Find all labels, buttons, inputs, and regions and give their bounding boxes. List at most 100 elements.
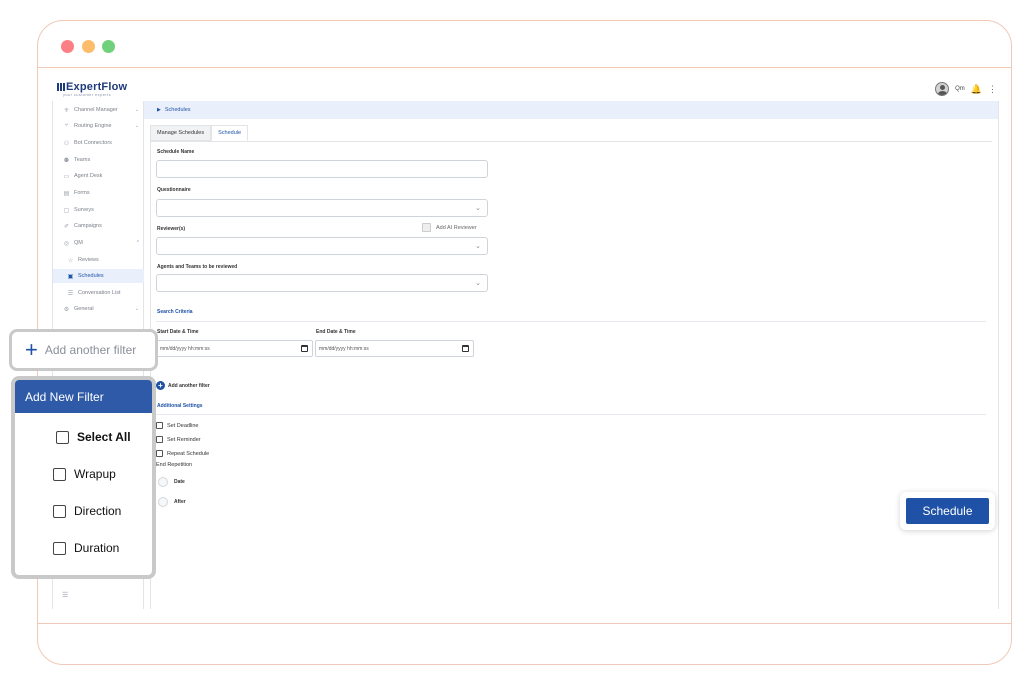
chevron-down-icon: ⌄ [475,205,481,212]
filter-option-duration[interactable]: Duration [53,541,119,555]
checkbox-box [156,422,163,429]
app-header: ExpertFlow your customer experts Qm 🔔 ⋮ [52,79,997,105]
maximize-window-dot[interactable] [102,40,115,53]
divider [156,414,986,415]
sidebar-item-label: Teams [74,157,91,163]
window-footer-divider [38,623,1011,624]
minimize-window-dot[interactable] [82,40,95,53]
sidebar-item-forms[interactable]: ▤Forms [53,186,145,200]
logo-text: ExpertFlow [66,81,128,93]
schedules-icon: ▣ [67,273,74,280]
checkbox-box [156,450,163,457]
sidebar-item-surveys[interactable]: ▢ Surveys [53,203,145,217]
set-deadline-label: Set Deadline [167,422,199,429]
sidebar-item-teams[interactable]: ⚉ Teams [53,153,145,167]
chevron-down-icon: ⌄ [475,243,481,250]
schedule-name-input[interactable] [156,160,488,178]
routing-icon: ⑂ [64,123,69,129]
radio-after[interactable]: After [158,497,186,507]
agent-desk-icon: ▭ [63,173,70,180]
filter-option-label: Select All [77,430,131,444]
sidebar-item-reviews[interactable]: ☆ Reviews [53,253,145,267]
add-ai-reviewer-label: Add AI Reviewer [436,224,477,231]
checkbox-box [56,430,69,444]
questionnaire-select[interactable]: ⌄ [156,199,488,217]
chevron-down-icon: ⌄ [134,107,139,113]
radio-after-label: After [174,499,186,505]
add-ai-reviewer-checkbox[interactable]: Add AI Reviewer [422,223,477,232]
divider [156,321,986,322]
sidebar-collapse-icon[interactable]: ☰ [62,592,69,599]
header-actions: Qm 🔔 ⋮ [935,82,997,96]
schedule-button[interactable]: Schedule [906,498,989,524]
reviewers-select[interactable]: ⌄ [156,237,488,255]
add-another-filter-label: Add another filter [44,343,137,357]
set-reminder-checkbox[interactable]: Set Reminder [156,436,201,443]
sidebar-item-qm[interactable]: ◎QM^ [53,236,145,250]
agents-teams-label: Agents and Teams to be reviewed [157,264,238,270]
set-deadline-checkbox[interactable]: Set Deadline [156,422,199,429]
filter-option-wrapup[interactable]: Wrapup [53,467,116,481]
more-vertical-icon[interactable]: ⋮ [988,83,997,94]
sidebar-item-label: Conversation List [78,290,121,296]
filter-option-label: Direction [74,504,122,518]
avatar[interactable] [935,82,950,96]
sidebar-item-label: Surveys [74,207,94,213]
qm-icon: ◎ [63,240,70,247]
sidebar-item-channel-manager[interactable]: ⁜Channel Manager⌄ [53,103,145,117]
campaigns-icon: ✐ [63,223,70,230]
reviews-icon: ☆ [67,257,74,264]
end-date-input[interactable]: mm/dd/yyyy hh:mm:ss [315,340,474,357]
agents-teams-select[interactable]: ⌄ [156,274,488,292]
caret-right-icon: ▶ [157,107,161,113]
repeat-schedule-label: Repeat Schedule [167,450,210,457]
bell-icon[interactable]: 🔔 [970,83,982,94]
sidebar-item-label: Reviews [78,257,99,263]
tab-schedule[interactable]: Schedule [211,125,249,141]
checkbox-box [422,223,431,232]
sidebar-item-campaigns[interactable]: ✐ Campaigns [53,219,145,233]
filter-option-label: Duration [74,541,120,555]
main-content: ▶Schedules Manage Schedules Schedule Sch… [144,101,999,609]
sidebar-item-agent-desk[interactable]: ▭Agent Desk [53,169,145,183]
end-repetition-label: End Repetition [156,462,192,468]
filter-option-select-all[interactable]: Select All [56,430,131,444]
end-date-placeholder: mm/dd/yyyy hh:mm:ss [319,345,369,352]
filter-option-label: Wrapup [74,467,116,481]
checkbox-box [53,504,66,518]
radio-circle [158,477,168,487]
repeat-schedule-checkbox[interactable]: Repeat Schedule [156,450,209,457]
sidebar-item-label: Forms [74,190,90,196]
teams-icon: ⚉ [63,157,70,164]
add-another-filter-callout[interactable]: + Add another filter [9,329,158,371]
sidebar-item-label: Routing Engine [74,123,112,129]
tab-manage-schedules[interactable]: Manage Schedules [150,125,212,141]
sidebar-item-conversation-list[interactable]: ☰Conversation List [53,286,145,300]
sidebar-item-schedules[interactable]: ▣Schedules [53,269,145,283]
plus-icon: + [25,337,38,362]
sidebar-item-routing-engine[interactable]: ⑂ Routing Engine ⌄ [53,119,145,133]
user-initials[interactable]: Qm [955,86,965,92]
chevron-down-icon: ⌄ [134,123,139,129]
logo[interactable]: ExpertFlow [57,81,127,93]
add-another-filter-button[interactable]: +Add another filter [156,381,210,390]
schedule-button-highlight: Schedule [900,492,995,530]
sidebar-item-bot-connectors[interactable]: ⚇Bot Connectors [53,136,145,150]
calendar-icon[interactable] [462,345,469,352]
questionnaire-label: Questionnaire [157,187,191,193]
calendar-icon[interactable] [301,345,308,352]
radio-date[interactable]: Date [158,477,185,487]
checkbox-box [156,436,163,443]
gear-icon: ⚙ [63,306,70,313]
channel-icon: ⁜ [63,107,70,114]
chevron-down-icon: ⌄ [475,280,481,287]
chevron-up-icon: ^ [136,240,139,246]
breadcrumb-schedules[interactable]: Schedules [164,107,191,113]
sidebar-item-label: Campaigns [74,223,102,229]
surveys-icon: ▢ [63,207,70,214]
radio-date-label: Date [174,479,185,485]
start-date-input[interactable]: mm/dd/yyyy hh:mm:ss [156,340,313,357]
sidebar-item-general[interactable]: ⚙General⌄ [53,302,145,316]
filter-option-direction[interactable]: Direction [53,504,121,518]
close-window-dot[interactable] [61,40,74,53]
